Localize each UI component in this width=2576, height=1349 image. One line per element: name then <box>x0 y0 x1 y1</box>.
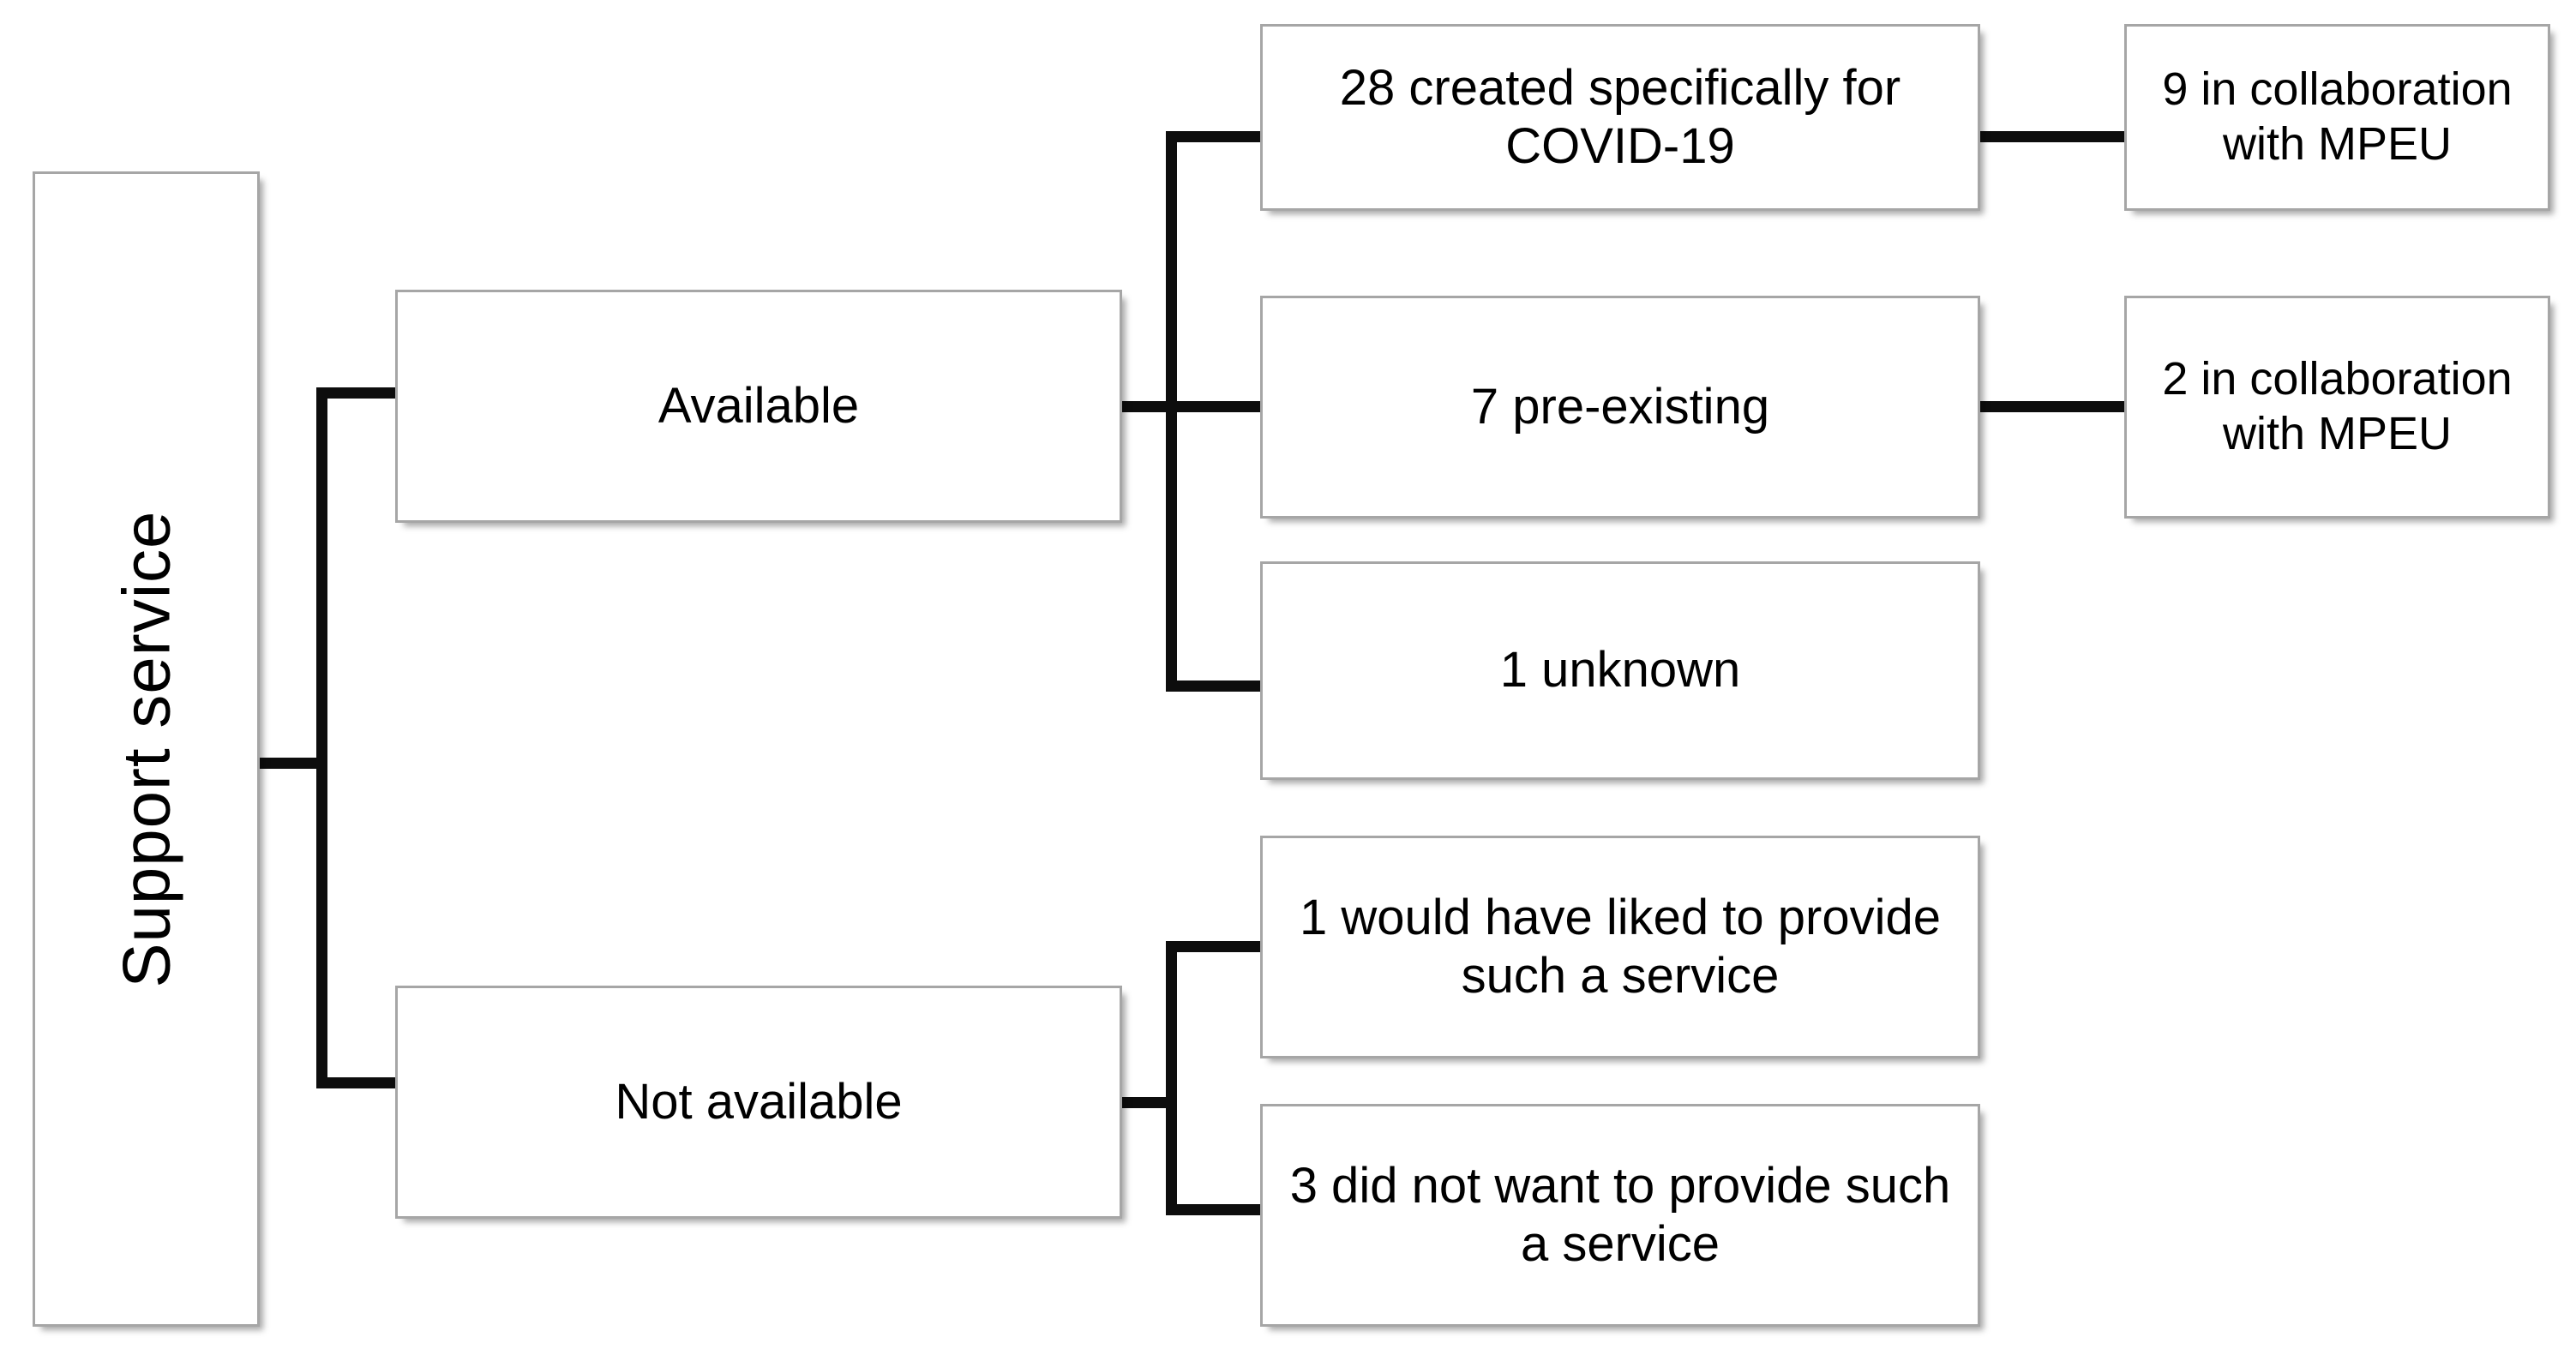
connector-available-to-created <box>1166 131 1267 142</box>
node-pre-existing[interactable]: 7 pre-existing <box>1260 296 1980 519</box>
node-would-have-liked-to-provide[interactable]: 1 would have liked to provide such a ser… <box>1260 836 1980 1058</box>
connector-created-to-collab-9 <box>1976 131 2129 142</box>
node-unknown-label: 1 unknown <box>1499 642 1741 698</box>
connector-not-available-spine <box>1166 941 1177 1215</box>
connector-not-available-stub <box>1117 1097 1177 1108</box>
connector-available-to-unknown <box>1166 680 1267 692</box>
node-support-service[interactable]: Support service <box>33 171 260 1327</box>
connector-root-stub <box>257 758 327 769</box>
node-not-available[interactable]: Not available <box>395 986 1122 1219</box>
node-available[interactable]: Available <box>395 290 1122 523</box>
node-available-label: Available <box>658 377 860 434</box>
node-collaboration-mpeu-2-label: 2 in collaboration with MPEU <box>2162 353 2513 459</box>
connector-not-available-to-did-not-want <box>1166 1204 1267 1215</box>
connector-available-to-preexisting <box>1166 401 1267 412</box>
connector-root-spine <box>316 387 327 1088</box>
node-unknown[interactable]: 1 unknown <box>1260 561 1980 780</box>
connector-root-to-available <box>316 387 406 399</box>
node-collaboration-mpeu-2[interactable]: 2 in collaboration with MPEU <box>2124 296 2550 519</box>
connector-not-available-to-would-have-liked <box>1166 941 1267 952</box>
node-did-not-want-to-provide-label: 3 did not want to provide such a service <box>1289 1157 1951 1272</box>
node-pre-existing-label: 7 pre-existing <box>1470 378 1770 435</box>
connector-preexisting-to-collab-2 <box>1976 401 2129 412</box>
node-created-for-covid19[interactable]: 28 created specifically for COVID-19 <box>1260 24 1980 211</box>
node-did-not-want-to-provide[interactable]: 3 did not want to provide such a service <box>1260 1104 1980 1327</box>
node-support-service-label: Support service <box>108 510 184 988</box>
connector-available-stub <box>1117 401 1177 412</box>
node-collaboration-mpeu-9[interactable]: 9 in collaboration with MPEU <box>2124 24 2550 211</box>
node-not-available-label: Not available <box>615 1073 903 1130</box>
node-would-have-liked-to-provide-label: 1 would have liked to provide such a ser… <box>1299 889 1942 1004</box>
connector-root-to-not-available <box>316 1077 406 1088</box>
node-created-for-covid19-label: 28 created specifically for COVID-19 <box>1339 59 1901 174</box>
node-collaboration-mpeu-9-label: 9 in collaboration with MPEU <box>2162 63 2513 170</box>
